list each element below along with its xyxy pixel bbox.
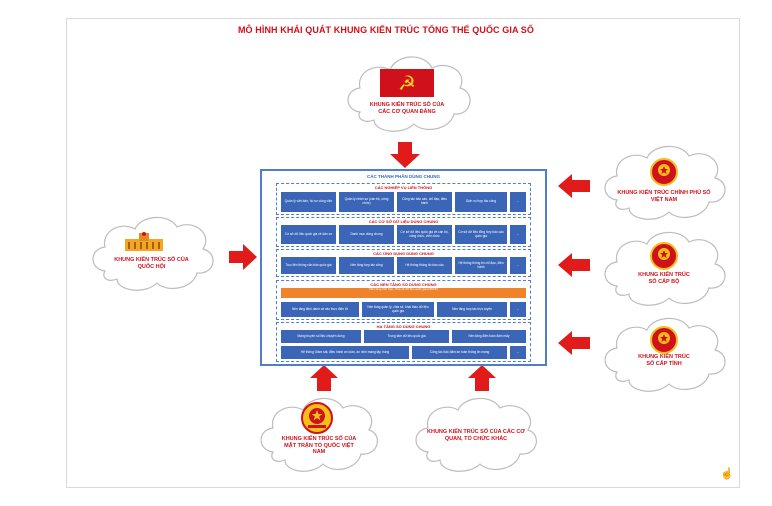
arrow-party-down [390, 142, 420, 173]
section-title: CÁC NGHIỆP VỤ LIÊN THÔNG [374, 185, 433, 190]
box-item: Dịch vụ hợp tác công [455, 192, 507, 212]
box-item: Nền tảng hợp tác công [339, 257, 394, 274]
box-item: Hệ thống thông tin chỉ đạo, điều hành [455, 257, 507, 274]
svg-text:☭: ☭ [398, 71, 416, 95]
cloud-shape [604, 317, 726, 392]
section-business: CÁC NGHIỆP VỤ LIÊN THÔNG Quản lý văn bản… [276, 183, 531, 215]
section-title: CÁC ỨNG DỤNG DÙNG CHUNG [373, 251, 434, 256]
cloud-ministry: KHUNG KIẾN TRÚC SỐ CẤP BỘ [597, 226, 731, 310]
section-infrastructure: HẠ TẦNG SỐ DÙNG CHUNG Mạng truyền số liệ… [276, 322, 531, 362]
section-title: CÁC NỀN TẢNG SỐ DÙNG CHUNG [370, 282, 437, 287]
arrow-other-up [468, 365, 496, 396]
box-item: ... [510, 302, 526, 317]
box-item: Nền tảng điện toán đám mây [452, 330, 526, 343]
cloud-province: KHUNG KIẾN TRÚC SỐ CẤP TỈNH [597, 312, 731, 396]
cloud-other-label: KHUNG KIẾN TRÚC SỐ CỦA CÁC CƠ QUAN, TỔ C… [427, 429, 525, 442]
arrow-assembly-right [229, 244, 257, 275]
cloud-ministry-label: KHUNG KIẾN TRÚC SỐ CẤP BỘ [638, 272, 690, 285]
box-item: Nền tảng định danh và xác thực điện tử [281, 302, 359, 317]
diagram-title: MÔ HÌNH KHÁI QUÁT KHUNG KIẾN TRÚC TỔNG T… [237, 25, 535, 35]
box-item: Quản lý nhân sự (cán bộ, công chức) [339, 192, 394, 212]
cloud-government-label: KHUNG KIẾN TRÚC CHÍNH PHỦ SỐ VIỆT NAM [617, 190, 711, 203]
arrow-front-up [310, 365, 338, 396]
cloud-other: KHUNG KIẾN TRÚC SỐ CỦA CÁC CƠ QUAN, TỔ C… [410, 392, 542, 476]
box-item: ... [510, 346, 526, 359]
arrow-government-left [558, 174, 590, 203]
box-item: Trung tâm dữ liệu quốc gia [364, 330, 449, 343]
cloud-shape [415, 397, 537, 472]
box-item: Công tác bảo đảm an toàn thông tin mạng [412, 346, 507, 359]
section-platforms: CÁC NỀN TẢNG SỐ DÙNG CHUNG Nền tảng tích… [276, 280, 531, 320]
box-item: Danh mục dùng chung [339, 225, 394, 244]
box-item: Công tác báo cáo, chỉ đạo, điều hành [397, 192, 452, 212]
ndxp-bar: Nền tảng tích hợp, chia sẻ dữ liệu quốc … [281, 287, 526, 298]
national-assembly-building-icon [123, 231, 165, 253]
box-item: Mạng truyền số liệu chuyên dùng [281, 330, 361, 343]
box-item: Quản lý văn bản, hồ sơ công việc [281, 192, 336, 212]
cloud-party-label: KHUNG KIẾN TRÚC SỐ CỦA CÁC CƠ QUAN ĐẢNG [369, 102, 445, 115]
arrow-province-left [558, 331, 590, 360]
cloud-shape [92, 216, 214, 291]
box-item: Hệ thống thông tin báo cáo [397, 257, 452, 274]
cloud-province-label: KHUNG KIẾN TRÚC SỐ CẤP TỈNH [638, 354, 690, 367]
box-item: Hệ thống Giám sát, điều hành an toàn, an… [281, 346, 409, 359]
box-item: Trục liên thông văn bản quốc gia [281, 257, 336, 274]
section-title: CÁC CƠ SỞ DỮ LIỆU DÙNG CHUNG [368, 219, 439, 224]
cloud-assembly-label: KHUNG KIẾN TRÚC SỐ CỦA QUỐC HỘI [114, 257, 189, 270]
box-item: ... [510, 257, 526, 274]
cloud-front: KHUNG KIẾN TRÚC SỐ CỦA MẶT TRẬN TỔ QUỐC … [255, 392, 383, 476]
cloud-shape [260, 397, 378, 472]
section-applications: CÁC ỨNG DỤNG DÙNG CHUNG Trục liên thông … [276, 249, 531, 277]
box-item: Cơ sở dữ liệu tổng hợp báo cáo quốc gia [455, 225, 507, 244]
shared-components-title: CÁC THÀNH PHẦN DÙNG CHUNG [367, 174, 440, 179]
box-item: Cơ sở dữ liệu quốc gia về cán bộ, công c… [397, 225, 452, 244]
box-item: Nền tảng quản lý, chia sẻ, khai thác dữ … [362, 302, 434, 317]
cloud-party: ☭ KHUNG KIẾN TRÚC SỐ CỦA CÁC CƠ QUAN ĐẢN… [338, 50, 476, 136]
section-databases: CÁC CƠ SỞ DỮ LIỆU DÙNG CHUNG Cơ sở dữ li… [276, 217, 531, 247]
section-title: HẠ TẦNG SỐ DÙNG CHUNG [376, 324, 431, 329]
box-item: ... [510, 192, 526, 212]
cloud-government: KHUNG KIẾN TRÚC CHÍNH PHỦ SỐ VIỆT NAM [597, 140, 731, 224]
arrow-ministry-left [558, 253, 590, 282]
box-item: ... [510, 225, 526, 244]
hand-cursor-icon: ☝ [720, 468, 734, 480]
shared-components-panel: CÁC THÀNH PHẦN DÙNG CHUNG CÁC NGHIỆP VỤ … [260, 169, 547, 366]
cloud-front-label: KHUNG KIẾN TRÚC SỐ CỦA MẶT TRẬN TỔ QUỐC … [281, 436, 357, 455]
box-item: Nền tảng hợp tác trực tuyến [437, 302, 507, 317]
cloud-assembly: KHUNG KIẾN TRÚC SỐ CỦA QUỐC HỘI [85, 213, 218, 293]
box-item: Cơ sở dữ liệu quốc gia về dân cư [281, 225, 336, 244]
hammer-sickle-flag-icon: ☭ [380, 69, 434, 97]
